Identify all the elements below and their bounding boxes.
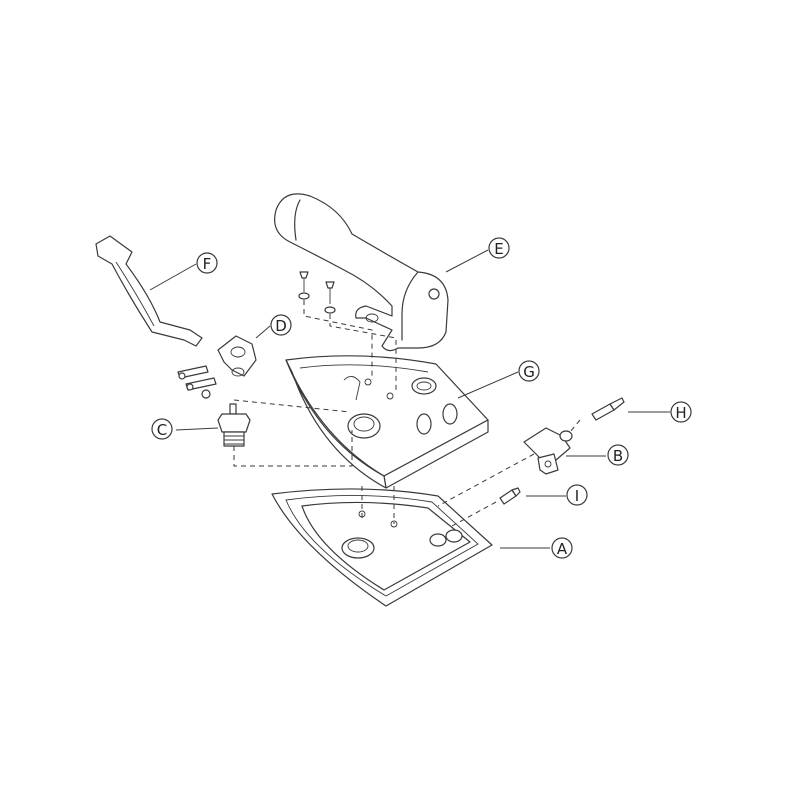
callout-d: D: [270, 314, 292, 336]
label-h: H: [675, 404, 686, 422]
part-h-pin: [591, 397, 625, 421]
callout-f: F: [196, 252, 218, 274]
part-d-bracket: [177, 335, 257, 399]
top-screws: [298, 271, 336, 314]
part-b-terminal: [523, 427, 573, 475]
label-b: B: [613, 447, 623, 465]
label-g: G: [523, 363, 535, 381]
label-f: F: [203, 255, 212, 273]
callout-i: I: [566, 484, 588, 506]
assembly-lines: [233, 300, 581, 527]
part-f-lever: [95, 235, 203, 347]
callout-h: H: [670, 401, 692, 423]
callout-b: B: [607, 444, 629, 466]
callout-e: E: [488, 237, 510, 259]
callout-c: C: [151, 418, 173, 440]
label-d: D: [275, 317, 287, 335]
part-a-sole-plate: [271, 488, 493, 607]
label-a: A: [557, 540, 568, 558]
label-c: C: [157, 421, 167, 439]
part-g-cover: [285, 355, 489, 489]
callout-leaders: [149, 249, 670, 549]
callout-g: G: [518, 360, 540, 382]
label-i: I: [575, 487, 579, 505]
part-e-handle: [274, 193, 449, 352]
part-c-fitting: [217, 403, 251, 447]
label-e: E: [494, 240, 503, 258]
callout-a: A: [551, 537, 573, 559]
part-i-connector: [499, 487, 521, 505]
